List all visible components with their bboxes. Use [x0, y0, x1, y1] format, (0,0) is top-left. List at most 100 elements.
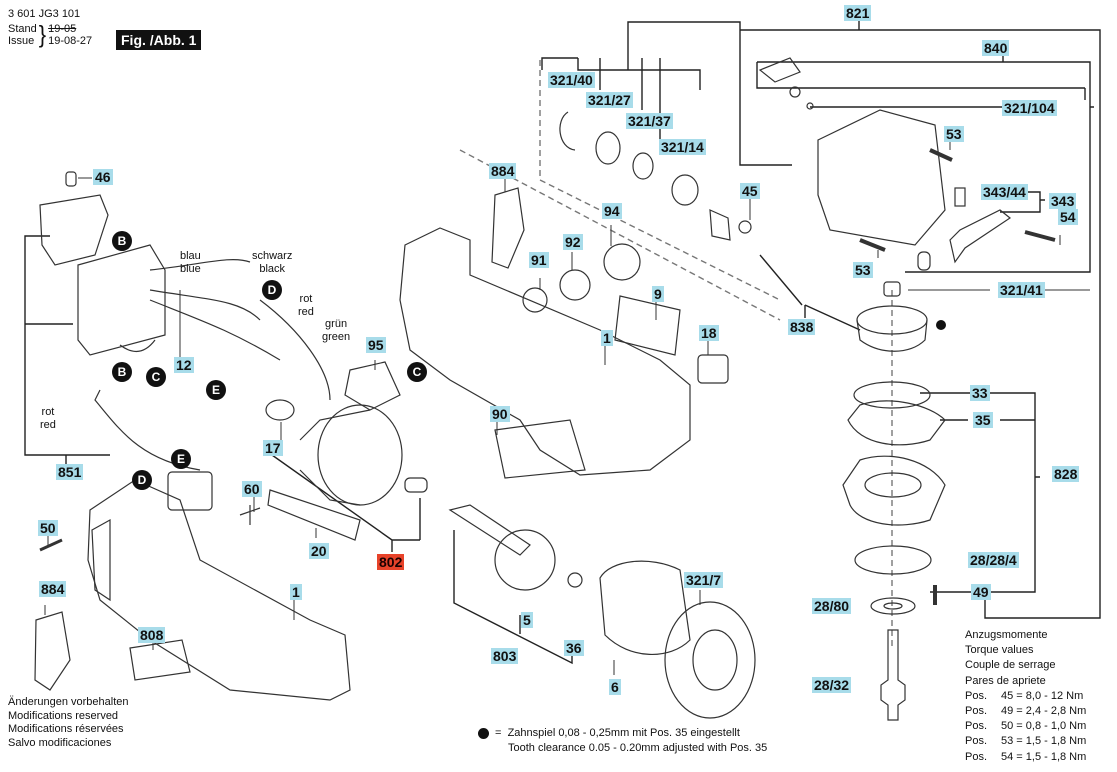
torque-row-value: 50 = 0,8 - 1,0 Nm	[1001, 720, 1087, 733]
torque-row: Pos. 49 = 2,4 - 2,8 Nm	[965, 704, 1086, 719]
torque-row: Pos. 54 = 1,5 - 1,8 Nm	[965, 750, 1086, 765]
marker-B-upper: B	[112, 231, 132, 251]
callout-45: 45	[740, 183, 760, 199]
stand-old-date: 19-05	[48, 23, 77, 35]
figure-label: Fig. /Abb. 1	[116, 30, 202, 50]
callout-1-main: 1	[601, 330, 613, 346]
modifications-notice: Änderungen vorbehalten Modifications res…	[8, 696, 128, 750]
callout-53-upper: 53	[944, 126, 964, 142]
callout-17: 17	[263, 440, 283, 456]
callout-321-41: 321/41	[998, 282, 1045, 298]
callout-5: 5	[521, 612, 533, 628]
callout-28-80: 28/80	[812, 598, 852, 614]
torque-values-table: Anzugsmomente Torque values Couple de se…	[965, 628, 1086, 765]
callout-94: 94	[602, 203, 622, 219]
torque-title-en: Torque values	[965, 644, 1034, 657]
issue-label: Issue	[8, 35, 35, 47]
document-header: 3 601 JG3 101 Stand Issue } 19-05 19-08-…	[8, 8, 92, 47]
callout-6: 6	[609, 679, 621, 695]
callout-321-14: 321/14	[659, 139, 706, 155]
torque-row: Pos. 53 = 1,5 - 1,8 Nm	[965, 734, 1086, 749]
note-fr: Modifications réservées	[8, 723, 124, 735]
equals-sign: =	[495, 727, 502, 739]
callout-50: 50	[38, 520, 58, 536]
callout-53-lower: 53	[853, 262, 873, 278]
wire-label-red-lower: rot red	[40, 406, 56, 431]
torque-row-label: Pos.	[965, 689, 988, 702]
brace-symbol: }	[38, 20, 47, 49]
callout-95: 95	[366, 337, 386, 353]
note-de: Änderungen vorbehalten	[8, 696, 129, 708]
callout-46: 46	[93, 169, 113, 185]
torque-row-label: Pos.	[965, 705, 988, 718]
marker-C-right: C	[407, 362, 427, 382]
callout-28-32: 28/32	[812, 677, 852, 693]
wire-label-green: grün green	[322, 318, 351, 343]
callout-35: 35	[973, 412, 993, 428]
note-en: Modifications reserved	[8, 709, 119, 722]
torque-title-fr: Couple de serrage	[965, 659, 1056, 672]
marker-E-upper: E	[206, 380, 226, 400]
callout-321-40: 321/40	[548, 72, 595, 88]
note-es: Salvo modificaciones	[8, 736, 112, 749]
callout-321-7: 321/7	[684, 572, 724, 588]
callout-803: 803	[491, 648, 519, 664]
callout-343-44: 343/44	[981, 184, 1028, 200]
marker-D-lower: D	[132, 470, 152, 490]
callout-92: 92	[563, 234, 583, 250]
callout-321-37: 321/37	[626, 113, 673, 129]
callout-851: 851	[56, 464, 84, 480]
callout-321-104: 321/104	[1002, 100, 1057, 116]
callout-802-highlighted: 802	[377, 554, 405, 570]
torque-row-value: 45 = 8,0 - 12 Nm	[1001, 689, 1084, 702]
callout-18: 18	[699, 325, 719, 341]
callout-60: 60	[242, 481, 262, 497]
torque-row-value: 54 = 1,5 - 1,8 Nm	[1001, 750, 1087, 763]
torque-title-es: Pares de apriete	[965, 674, 1046, 687]
torque-title-de: Anzugsmomente	[965, 629, 1048, 641]
torque-row-label: Pos.	[965, 750, 988, 763]
callout-884-lower: 884	[39, 581, 67, 597]
torque-row-label: Pos.	[965, 735, 988, 748]
callout-343: 343	[1049, 193, 1077, 209]
torque-row-value: 53 = 1,5 - 1,8 Nm	[1001, 735, 1087, 748]
stand-label: Stand	[8, 23, 37, 35]
callout-20: 20	[309, 543, 329, 559]
marker-D-upper: D	[262, 280, 282, 300]
callout-321-27: 321/27	[586, 92, 633, 108]
callout-808: 808	[138, 627, 166, 643]
marker-E-lower: E	[171, 449, 191, 469]
wire-label-black: schwarz black	[252, 250, 293, 275]
callout-1-rear: 1	[290, 584, 302, 600]
part-number: 3 601 JG3 101	[8, 8, 81, 20]
callout-33: 33	[970, 385, 990, 401]
callout-91: 91	[529, 252, 549, 268]
callout-90: 90	[490, 406, 510, 422]
wire-label-red-upper: rot red	[298, 293, 314, 318]
torque-row: Pos. 50 = 0,8 - 1,0 Nm	[965, 719, 1086, 734]
callout-884-upper: 884	[489, 163, 517, 179]
tooth-clearance-dot	[936, 320, 946, 330]
callout-49: 49	[971, 584, 991, 600]
callout-9: 9	[652, 286, 664, 302]
callout-54: 54	[1058, 209, 1078, 225]
callout-838: 838	[788, 319, 816, 335]
torque-row-value: 49 = 2,4 - 2,8 Nm	[1001, 705, 1087, 718]
callout-12: 12	[174, 357, 194, 373]
torque-row: Pos. 45 = 8,0 - 12 Nm	[965, 689, 1086, 704]
callout-36: 36	[564, 640, 584, 656]
marker-C-left: C	[146, 367, 166, 387]
tooth-note-en: Tooth clearance 0.05 - 0.20mm adjusted w…	[508, 742, 768, 754]
callout-840: 840	[982, 40, 1010, 56]
marker-B-lower: B	[112, 362, 132, 382]
callout-821: 821	[844, 5, 872, 21]
issue-date: 19-08-27	[48, 35, 93, 47]
tooth-clearance-note: = Zahnspiel 0,08 - 0,25mm mit Pos. 35 ei…	[478, 726, 767, 756]
wire-label-blue: blau blue	[180, 250, 201, 275]
torque-row-label: Pos.	[965, 720, 988, 733]
bullet-dot-icon	[478, 727, 489, 739]
callout-28-28-4: 28/28/4	[968, 552, 1019, 568]
callout-828: 828	[1052, 466, 1080, 482]
